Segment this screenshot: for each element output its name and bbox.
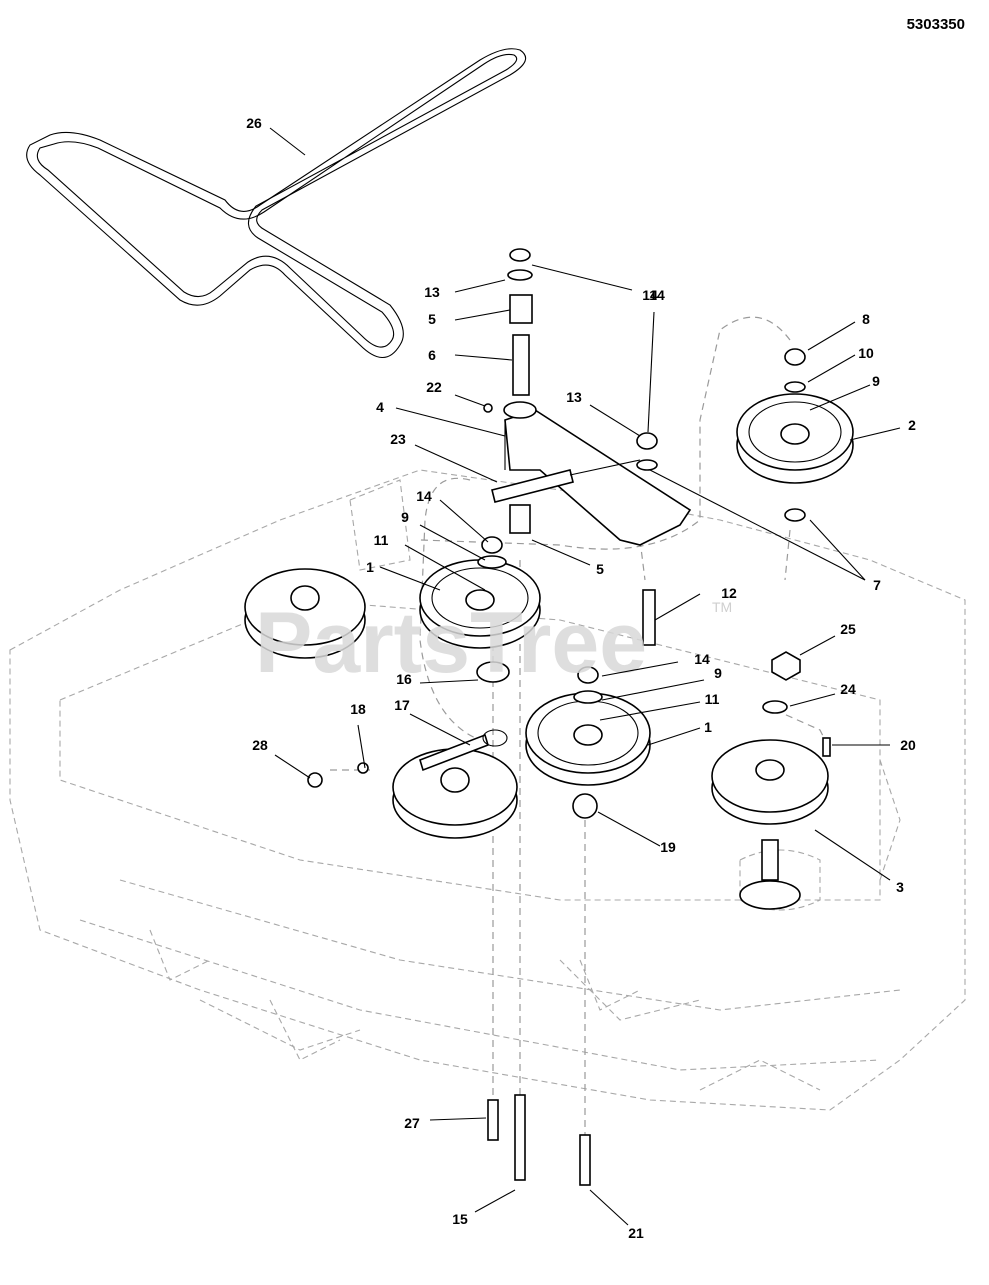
callout-15: 15 — [452, 1211, 468, 1227]
callout-26: 26 — [246, 115, 262, 131]
diagram-id: 5303350 — [906, 16, 965, 33]
callout-14: 14 — [694, 651, 710, 667]
callout-14: 14 — [649, 287, 665, 303]
callout-14: 14 — [416, 488, 432, 504]
callout-1: 1 — [366, 559, 374, 575]
idler-pulley-1-lower — [525, 692, 651, 786]
idler-pulley-1-upper — [419, 559, 541, 649]
callout-19: 19 — [660, 839, 676, 855]
callout-21: 21 — [628, 1225, 644, 1241]
tension-spring — [419, 729, 508, 772]
callout-labels: 1123455678999101111121313141414141516171… — [246, 115, 916, 1241]
watermark: PartsTree — [255, 595, 647, 691]
spindle-pulley-3 — [711, 739, 829, 910]
drive-belt — [26, 48, 527, 359]
watermark-trademark: TM — [712, 599, 732, 615]
callout-2: 2 — [908, 417, 916, 433]
callout-18: 18 — [350, 701, 366, 717]
callout-25: 25 — [840, 621, 856, 637]
callout-5: 5 — [596, 561, 604, 577]
idler-pulley-2 — [736, 393, 854, 484]
callout-1: 1 — [704, 719, 712, 735]
callout-13: 13 — [566, 389, 582, 405]
callout-22: 22 — [426, 379, 442, 395]
callout-27: 27 — [404, 1115, 420, 1131]
callout-13: 13 — [424, 284, 440, 300]
callout-23: 23 — [390, 431, 406, 447]
idler-arm — [504, 409, 692, 546]
spindle-pulley-center — [392, 748, 518, 839]
callout-6: 6 — [428, 347, 436, 363]
callout-9: 9 — [714, 665, 722, 681]
callout-7: 7 — [873, 577, 881, 593]
callout-24: 24 — [840, 681, 856, 697]
bolts — [487, 589, 831, 1186]
spindle-pulley-left — [244, 568, 366, 659]
mower-deck-housing — [9, 469, 966, 1111]
callout-8: 8 — [862, 311, 870, 327]
callout-16: 16 — [396, 671, 412, 687]
callout-3: 3 — [896, 879, 904, 895]
callout-17: 17 — [394, 697, 410, 713]
callout-10: 10 — [858, 345, 874, 361]
callout-5: 5 — [428, 311, 436, 327]
bushing-stack — [503, 248, 537, 534]
callout-11: 11 — [374, 532, 389, 548]
callout-20: 20 — [900, 737, 916, 753]
callout-11: 11 — [705, 691, 720, 707]
callout-9: 9 — [872, 373, 880, 389]
extension-spring — [491, 459, 641, 503]
callout-4: 4 — [376, 399, 384, 415]
leader-lines — [269, 127, 901, 1226]
callout-12: 12 — [721, 585, 737, 601]
small-hardware — [307, 348, 806, 819]
callout-14: 14 — [642, 287, 658, 303]
callout-28: 28 — [252, 737, 268, 753]
callout-9: 9 — [401, 509, 409, 525]
